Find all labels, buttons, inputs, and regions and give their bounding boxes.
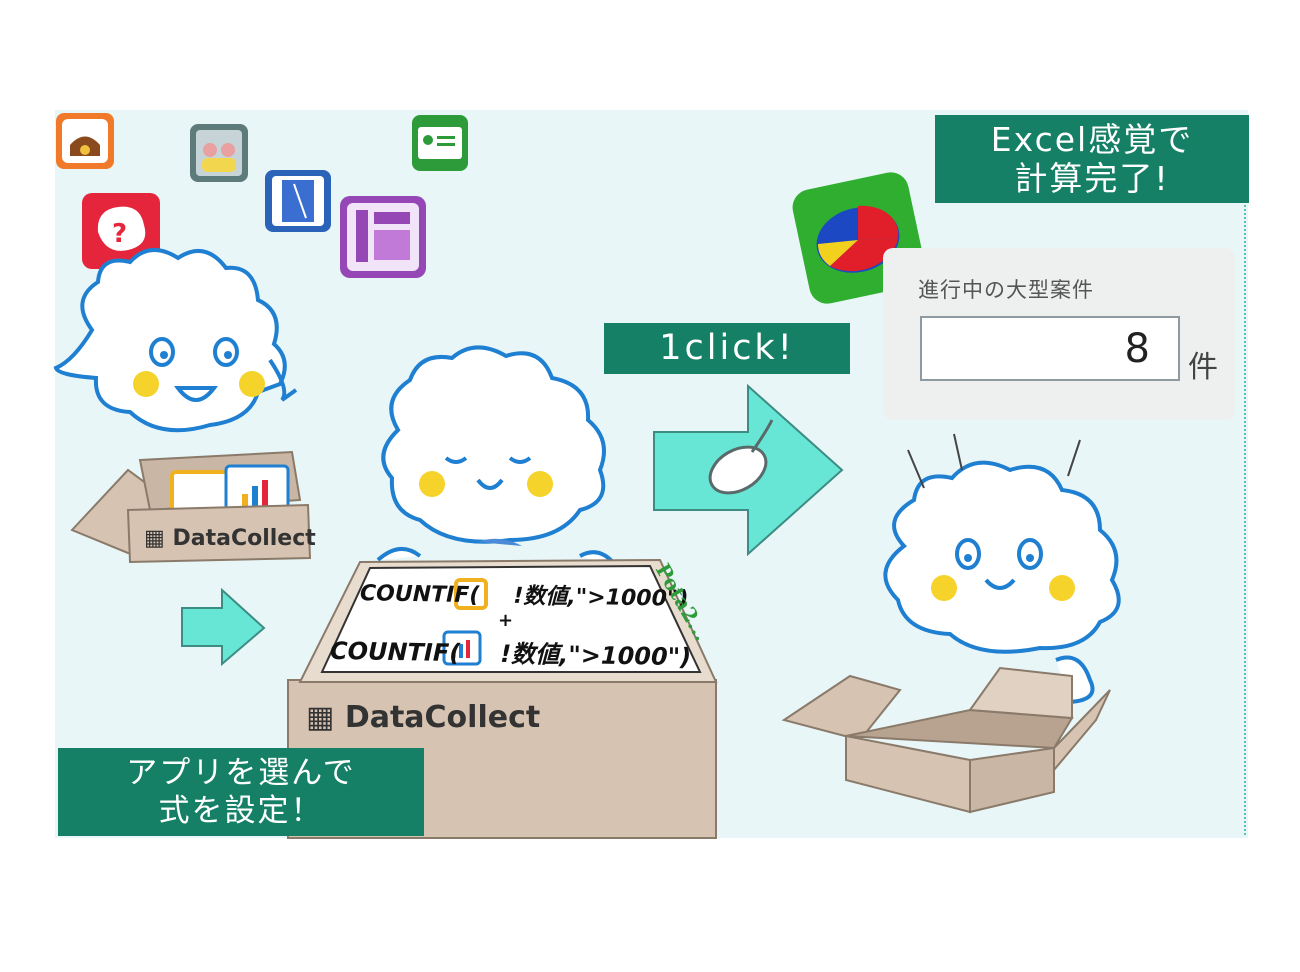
cloud-character-right: [883, 433, 1121, 704]
box-left-brand-text: DataCollect: [172, 526, 316, 551]
people-app-icon: [190, 124, 248, 182]
label-app: アプリを選んで 式を設定！: [58, 748, 424, 836]
formula-plus-text: +: [498, 610, 514, 631]
result-value: 8: [1124, 326, 1150, 372]
arrow-small: [181, 587, 266, 667]
label-click-text: 1click!: [659, 328, 795, 368]
dotted-divider: [1244, 205, 1246, 835]
formula-plus: +: [498, 610, 513, 631]
label-excel-line1: Excel感覚で: [990, 120, 1194, 159]
result-title: 進行中の大型案件: [918, 278, 1094, 302]
label-click: 1click!: [604, 323, 850, 374]
svg-text:?: ?: [112, 219, 127, 249]
cloud-character-middle: [376, 345, 618, 568]
wallet-app-icon: [56, 113, 114, 169]
box-left-brand: ▦ DataCollect: [144, 526, 316, 551]
formula-line-2-suffix: !数値,">1000"): [499, 639, 692, 672]
notebook-app-icon: [265, 170, 331, 232]
card-app-icon: [412, 115, 468, 171]
box-left: [70, 450, 312, 564]
formula-line-2: COUNTIF( !数値,">1000"): [330, 631, 692, 672]
calculator-icon: ▦: [306, 700, 335, 735]
box-middle-brand: ▦ DataCollect: [306, 700, 540, 735]
phone-app-icon: [340, 196, 426, 278]
cloud-character-left: [53, 248, 298, 433]
calculator-icon: ▦: [144, 526, 165, 551]
label-excel: Excel感覚で 計算完了!: [935, 115, 1249, 203]
question-app-icon: ?: [82, 193, 160, 269]
result-value-field: 8: [920, 316, 1180, 381]
formula-line-1: COUNTIF(!数値,">1000"): [360, 575, 689, 613]
label-app-line2: 式を設定！: [158, 793, 324, 829]
box-open-right: [781, 666, 1111, 814]
arrow-big: [653, 383, 844, 557]
formula-line-1-prefix: COUNTIF(: [359, 581, 480, 609]
result-unit: 件: [1188, 350, 1218, 385]
label-excel-line2: 計算完了!: [1014, 159, 1170, 198]
box-middle-brand-text: DataCollect: [344, 700, 541, 735]
formula-line-2-prefix: COUNTIF(: [329, 636, 461, 668]
label-app-line1: アプリを選んで: [126, 755, 356, 791]
